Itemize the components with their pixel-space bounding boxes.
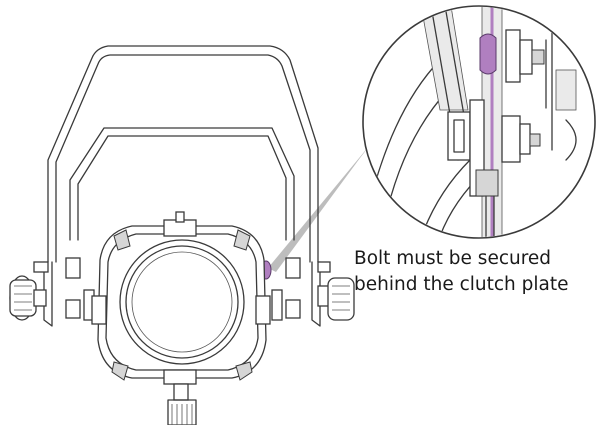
callout-line-1: Bolt must be secured: [354, 248, 552, 269]
left-hardware: [33, 257, 95, 321]
lamp-housing: [91, 211, 271, 425]
magnified-detail: [367, 7, 577, 237]
callout-line-2: behind the clutch plate: [354, 274, 569, 295]
knob-icon: [9, 275, 47, 321]
right-hardware: [271, 257, 331, 321]
callout-caption: Bolt must be secured behind the clutch p…: [354, 246, 599, 298]
bolt-icon: [479, 33, 497, 75]
knob-icon: [317, 277, 355, 321]
